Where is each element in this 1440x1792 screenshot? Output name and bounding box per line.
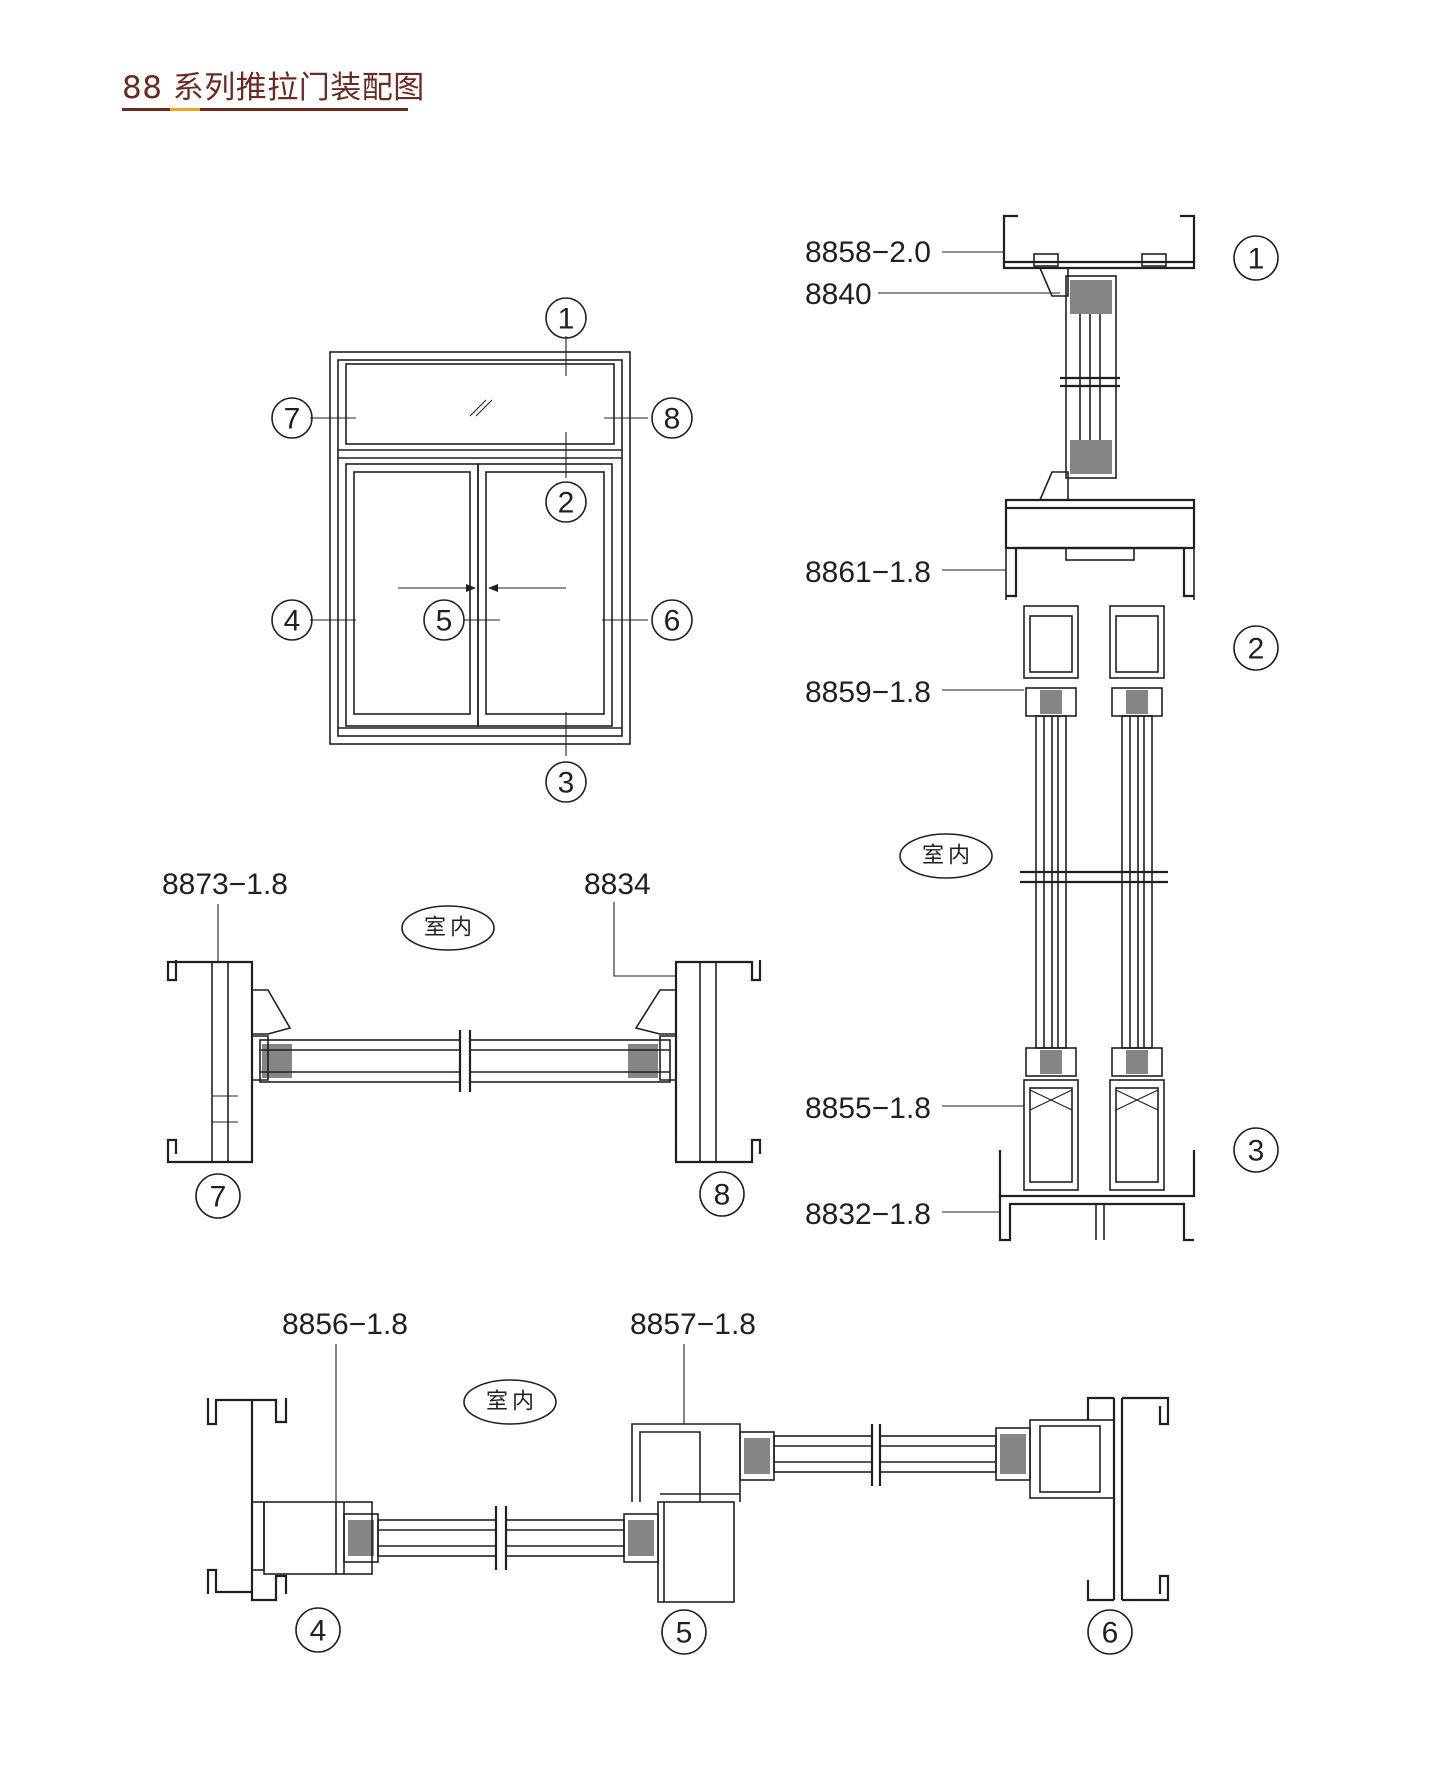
- callout-3-section: 3: [1233, 1127, 1279, 1173]
- callout-4-elevation: 4: [271, 599, 313, 641]
- svg-text:7: 7: [284, 403, 301, 436]
- label-8834: 8834: [584, 868, 651, 901]
- label-8858: 8858−2.0: [805, 236, 931, 269]
- page-header: 88 系列推拉门装配图: [122, 62, 425, 112]
- svg-text:室内: 室内: [922, 844, 974, 869]
- svg-text:5: 5: [436, 605, 453, 638]
- label-8857: 8857−1.8: [630, 1308, 756, 1341]
- svg-text:8: 8: [664, 403, 681, 436]
- callout-1-section: 1: [1233, 235, 1279, 281]
- svg-text:4: 4: [310, 1615, 327, 1648]
- section-7-8: [166, 902, 762, 1164]
- callout-6-elevation: 6: [651, 599, 693, 641]
- svg-text:2: 2: [558, 487, 575, 520]
- label-8861: 8861−1.8: [805, 556, 931, 589]
- callout-1-elevation: 1: [545, 297, 587, 339]
- svg-text:5: 5: [676, 1617, 693, 1650]
- svg-text:6: 6: [1102, 1617, 1119, 1650]
- callout-6-section: 6: [1087, 1609, 1133, 1655]
- callout-5-elevation: 5: [423, 599, 465, 641]
- label-8856: 8856−1.8: [282, 1308, 408, 1341]
- svg-text:4: 4: [284, 605, 301, 638]
- callout-7-elevation: 7: [271, 397, 313, 439]
- label-8855: 8855−1.8: [805, 1092, 931, 1125]
- svg-text:3: 3: [1248, 1135, 1265, 1168]
- callout-2-section: 2: [1233, 625, 1279, 671]
- callout-8-elevation: 8: [651, 397, 693, 439]
- callout-8-section: 8: [699, 1171, 745, 1217]
- callout-2-elevation: 2: [545, 481, 587, 523]
- svg-text:室内: 室内: [486, 1390, 538, 1415]
- svg-text:2: 2: [1248, 633, 1265, 666]
- label-8873: 8873−1.8: [162, 868, 288, 901]
- svg-text:3: 3: [558, 767, 575, 800]
- callout-5-section: 5: [661, 1609, 707, 1655]
- callout-7-section: 7: [195, 1173, 241, 1219]
- title-underline: [122, 108, 408, 111]
- svg-text:6: 6: [664, 605, 681, 638]
- vertical-section-1-2-3: [878, 214, 1196, 1242]
- label-8840: 8840: [805, 278, 872, 311]
- label-8832: 8832−1.8: [805, 1198, 931, 1231]
- callout-3-elevation: 3: [545, 761, 587, 803]
- callout-4-section: 4: [295, 1607, 341, 1653]
- indoor-label-4-5-6: 室内: [463, 1379, 557, 1425]
- label-8859: 8859−1.8: [805, 676, 931, 709]
- indoor-label-7-8: 室内: [401, 905, 495, 951]
- indoor-label-vertical: 室内: [899, 833, 993, 879]
- page-title: 88 系列推拉门装配图: [122, 70, 425, 106]
- door-elevation: [310, 336, 648, 756]
- svg-text:8: 8: [714, 1179, 731, 1212]
- svg-text:室内: 室内: [424, 916, 476, 941]
- section-4-5-6: [206, 1344, 1170, 1603]
- svg-text:1: 1: [1248, 243, 1265, 276]
- title-underline-accent: [170, 108, 200, 111]
- svg-text:1: 1: [558, 303, 575, 336]
- svg-text:7: 7: [210, 1181, 227, 1214]
